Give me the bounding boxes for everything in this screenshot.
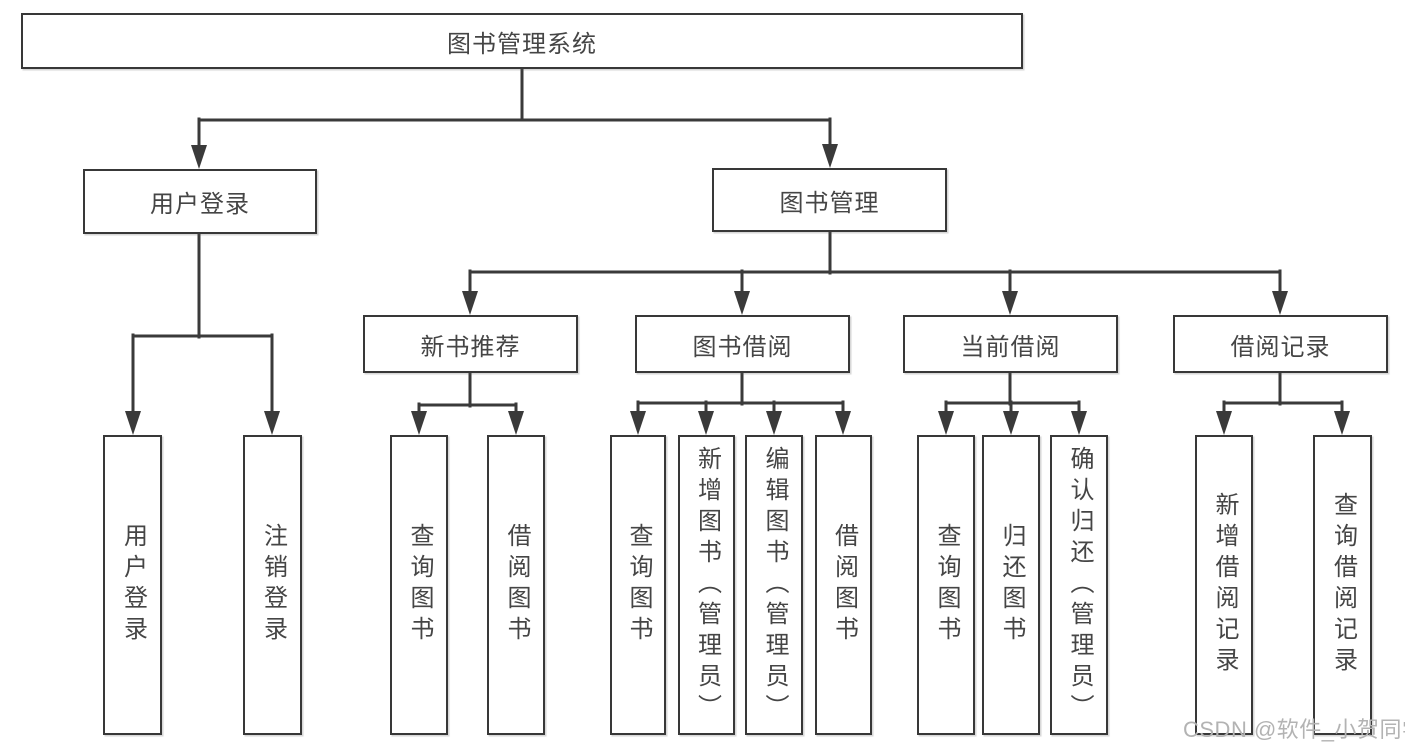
node-book-borrow: 图书借阅: [635, 315, 850, 373]
connector-newbook-children: [417, 371, 518, 418]
arrowheads-bookborrow-children: [630, 411, 851, 435]
node-leaf-edit-books-admin-label: 编辑图书（管理员）: [761, 445, 788, 725]
node-leaf-user-login-label: 用户登录: [119, 523, 147, 647]
arrowheads-currentborrow-children: [938, 411, 1087, 435]
node-borrow-records-label: 借阅记录: [1230, 333, 1331, 361]
node-user-login-label: 用户登录: [150, 191, 250, 218]
node-leaf-add-books-admin-label: 新增图书（管理员）: [693, 445, 721, 725]
node-leaf-query-books-current-label: 查询图书: [933, 523, 960, 647]
node-book-management-label: 图书管理: [779, 189, 880, 217]
arrowheads-records-children: [1216, 411, 1350, 435]
arrowheads-userlogin-children: [125, 411, 280, 435]
node-leaf-edit-books-admin: 编辑图书（管理员）: [745, 435, 803, 735]
node-leaf-borrow-books-recommend: 借阅图书: [487, 435, 545, 735]
node-library-system: 图书管理系统: [21, 13, 1023, 69]
node-leaf-query-books-current: 查询图书: [917, 435, 975, 735]
arrowheads-bookmgmt-children: [462, 291, 1288, 315]
node-leaf-query-books-borrow-label: 查询图书: [625, 523, 652, 647]
node-leaf-return-books: 归还图书: [982, 435, 1040, 735]
connector-root-to-level2: [197, 67, 832, 152]
node-leaf-return-books-label: 归还图书: [998, 523, 1025, 647]
node-new-book-recommend-label: 新书推荐: [420, 333, 521, 361]
node-leaf-borrow-books-recommend-label: 借阅图书: [503, 523, 530, 647]
node-leaf-query-books-recommend-label: 查询图书: [406, 523, 433, 647]
node-current-borrow-label: 当前借阅: [960, 333, 1061, 361]
node-leaf-borrow-books: 借阅图书: [815, 435, 872, 735]
node-library-system-label: 图书管理系统: [447, 30, 597, 58]
connector-records-children: [1222, 371, 1344, 418]
node-leaf-user-login: 用户登录: [103, 435, 162, 735]
connector-bookborrow-children: [636, 371, 845, 418]
connector-userlogin-children: [131, 232, 274, 418]
node-borrow-records: 借阅记录: [1173, 315, 1388, 373]
arrowheads-newbook-children: [411, 411, 524, 435]
node-leaf-logout-label: 注销登录: [259, 523, 287, 647]
node-leaf-logout: 注销登录: [243, 435, 302, 735]
csdn-watermark: CSDN @软件_小贺同学: [1183, 717, 1405, 742]
node-leaf-borrow-books-label: 借阅图书: [830, 523, 858, 647]
node-user-login: 用户登录: [83, 169, 317, 234]
node-new-book-recommend: 新书推荐: [363, 315, 578, 373]
node-book-management: 图书管理: [712, 168, 947, 232]
arrowheads-level2: [191, 144, 838, 169]
node-leaf-add-books-admin: 新增图书（管理员）: [678, 435, 735, 735]
connector-currentborrow-children: [944, 371, 1081, 418]
node-leaf-confirm-return-admin: 确认归还（管理员）: [1050, 435, 1108, 735]
connector-bookmgmt-children: [468, 230, 1282, 298]
node-leaf-confirm-return-admin-label: 确认归还（管理员）: [1066, 445, 1093, 725]
node-leaf-query-books-recommend: 查询图书: [390, 435, 448, 735]
node-leaf-query-borrow-record-label: 查询借阅记录: [1329, 492, 1357, 678]
node-leaf-query-borrow-record: 查询借阅记录: [1313, 435, 1372, 735]
node-leaf-query-books-borrow: 查询图书: [610, 435, 666, 735]
node-current-borrow: 当前借阅: [903, 315, 1118, 373]
node-book-borrow-label: 图书借阅: [692, 333, 793, 361]
node-leaf-add-borrow-record: 新增借阅记录: [1195, 435, 1253, 735]
node-leaf-add-borrow-record-label: 新增借阅记录: [1211, 492, 1238, 678]
